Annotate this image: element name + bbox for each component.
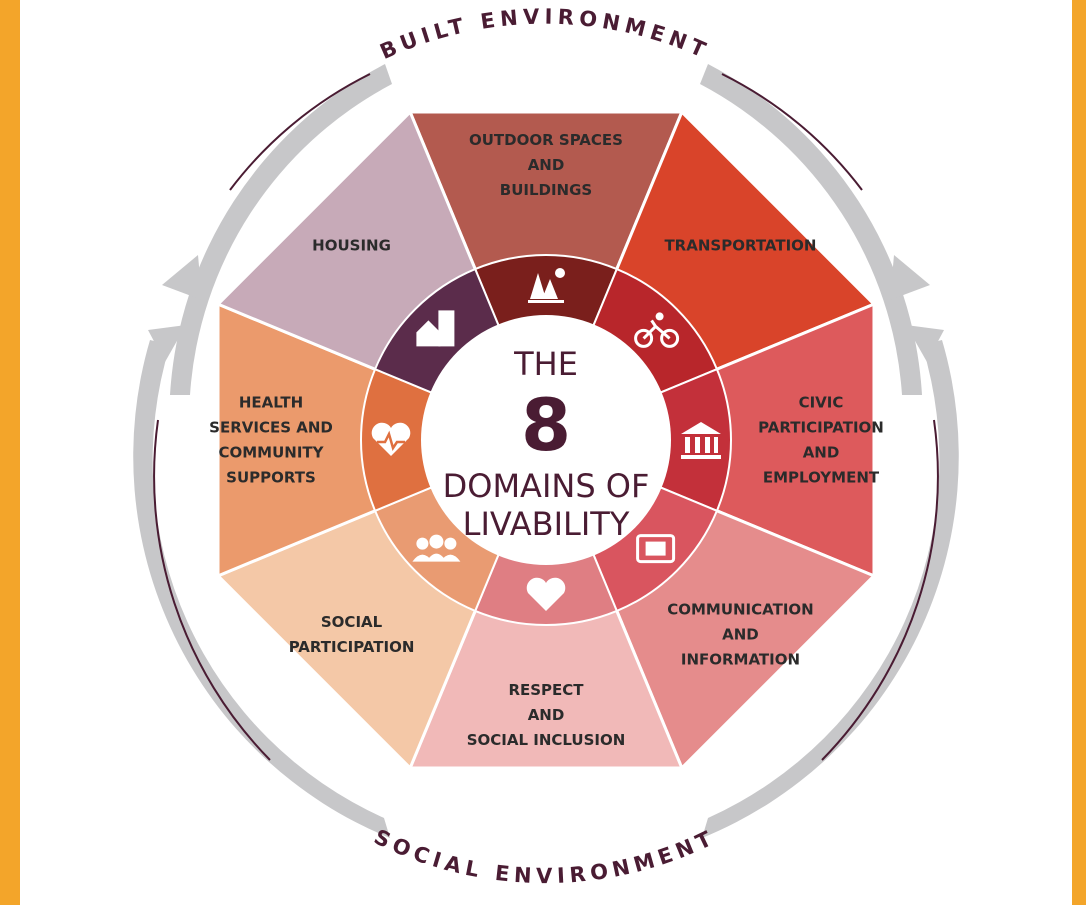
label-housing-line: HOUSING [312,237,391,255]
arrow-ring-right [700,64,922,395]
label-outdoor-spaces-line: OUTDOOR SPACES [469,131,623,149]
center-domains-of: DOMAINS OF [443,467,650,505]
ring-accent-lines [153,73,939,761]
center-livability: LIVABILITY [463,505,630,543]
built-environment-label: BUILT ENVIRONMENT [376,5,713,64]
arrow-head-lower-left [148,325,186,362]
social-environment-label: SOCIAL ENVIRONMENT [370,825,719,888]
label-respect-line: RESPECT [508,681,584,699]
label-social-participation-line: SOCIAL [321,613,383,631]
arrow-ring-left [170,64,392,395]
house-icon [416,310,455,347]
bicycle-icon [634,312,680,348]
label-respect-line: SOCIAL INCLUSION [467,731,626,749]
label-social-participation-line: PARTICIPATION [289,638,415,656]
domain-labels: OUTDOOR SPACES AND BUILDINGS TRANSPORTATION… [209,131,884,749]
label-civic-participation-line: PARTICIPATION [758,419,884,437]
label-civic-participation-line: EMPLOYMENT [763,469,880,487]
label-health-services-line: SERVICES AND [209,419,333,437]
park-icon [528,268,565,303]
arrow-ring-lower-left [133,340,390,838]
livability-wheel: BUILT ENVIRONMENT SOCIAL ENVIRONMENT OUT… [133,5,959,888]
heart-pulse-icon [371,422,411,456]
label-health-services-line: COMMUNITY [218,444,324,462]
label-communication-line: COMMUNICATION [667,600,814,618]
diagram-frame: BUILT ENVIRONMENT SOCIAL ENVIRONMENT OUT… [20,0,1072,905]
arrow-head-left [162,255,202,300]
label-transportation-line: TRANSPORTATION [664,237,816,255]
label-civic-participation-line: CIVIC [799,394,844,412]
label-outdoor-spaces-line: BUILDINGS [500,181,592,199]
center-number: 8 [521,383,571,467]
arrow-head-right [890,255,930,300]
label-health-services-line: SUPPORTS [226,469,316,487]
domain-icons [371,268,721,611]
tablet-icon [636,534,676,564]
cycle-arrows [133,64,959,838]
people-icon [412,534,461,562]
label-outdoor-spaces-line: AND [528,156,565,174]
center-the: THE [513,345,578,383]
label-respect-line: AND [528,706,565,724]
label-civic-participation-line: AND [803,444,840,462]
arrow-head-lower-right [906,325,944,362]
heart-handshake-icon [526,577,566,611]
label-communication-line: INFORMATION [681,650,800,668]
center-circle [421,315,671,565]
arrow-ring-lower-right [702,340,959,838]
label-health-services-line: HEALTH [239,394,303,412]
building-columns-icon [681,422,721,459]
label-communication-line: AND [722,625,759,643]
